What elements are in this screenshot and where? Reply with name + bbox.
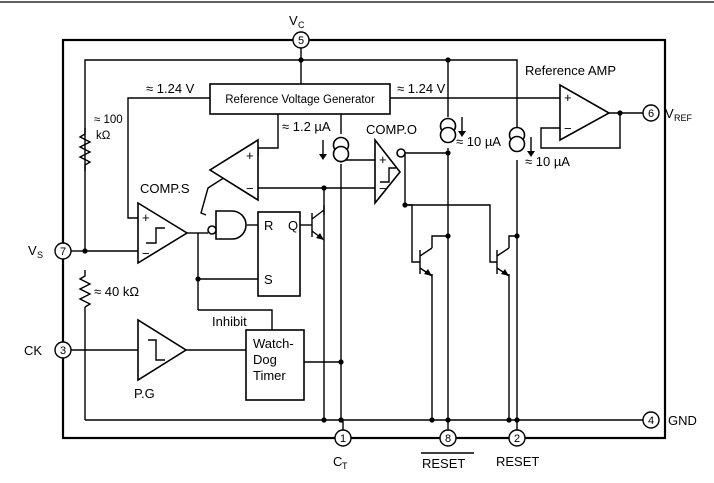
- reference-amp-label: Reference AMP: [525, 63, 616, 78]
- pin-vref: 6 V REF: [642, 104, 693, 123]
- comp-o-minus: −: [379, 181, 387, 196]
- current-source-10ua-a: [439, 117, 466, 144]
- comp-o-hysteresis-icon: [380, 167, 396, 183]
- svg-text:2: 2: [514, 433, 520, 445]
- internal-comp-plus: +: [246, 148, 254, 163]
- reference-amp-symbol: [559, 83, 611, 142]
- svg-text:7: 7: [60, 246, 66, 258]
- svg-text:V: V: [28, 243, 37, 258]
- svg-text:T: T: [342, 461, 348, 471]
- svg-text:REF: REF: [674, 113, 693, 123]
- ic-outline: [61, 38, 667, 440]
- i10b-label: ≈ 10 µA: [525, 154, 570, 169]
- wiring: [70, 48, 643, 431]
- svg-text:8: 8: [445, 433, 451, 445]
- internal-comp-minus: −: [246, 181, 254, 196]
- comp-o-plus: +: [379, 152, 387, 167]
- svg-text:4: 4: [648, 415, 654, 427]
- i12-label: ≈ 1.2 µA: [282, 119, 331, 134]
- svg-text:6: 6: [648, 108, 654, 120]
- reset-bar-transistor: [419, 247, 433, 277]
- discharge-transistor: [311, 209, 325, 241]
- reset-transistor: [496, 247, 510, 277]
- svg-text:S: S: [37, 250, 43, 260]
- pin-vc: 5 V C: [289, 13, 310, 49]
- and-gate-input-bubble: [207, 225, 217, 235]
- ff-q-label: Q: [288, 218, 298, 233]
- internal-comparator-symbol: [208, 138, 259, 202]
- svg-text:V: V: [289, 13, 298, 28]
- svg-text:5: 5: [298, 35, 304, 47]
- watchdog-line-1: Watch-: [253, 336, 294, 351]
- ff-s-label: S: [264, 272, 273, 287]
- pg-edge-icon: [148, 339, 165, 361]
- i10a-label: ≈ 10 µA: [456, 134, 501, 149]
- current-source-10ua-b: [508, 126, 535, 157]
- inhibit-label: Inhibit: [212, 314, 247, 329]
- rs-flip-flop: [257, 211, 301, 297]
- pin-ct: 1 C T: [333, 429, 352, 471]
- pulse-generator-symbol: [137, 318, 188, 382]
- ff-r-label: R: [264, 218, 273, 233]
- v124-right-label: ≈ 1.24 V: [397, 81, 446, 96]
- v124-left-label: ≈ 1.24 V: [146, 81, 195, 96]
- watchdog-line-2: Dog: [253, 352, 277, 367]
- ref-amp-minus: −: [564, 121, 572, 136]
- resistor-40k: [78, 270, 92, 308]
- and-gate-symbol: [215, 210, 247, 240]
- svg-text:1: 1: [340, 433, 346, 445]
- pin-ck: 3 CK: [24, 341, 72, 359]
- comp-o-output-bubble: [396, 148, 406, 158]
- r100-label-line2: kΩ: [96, 130, 111, 142]
- comp-s-hysteresis-icon: [146, 227, 165, 244]
- pg-label: P.G: [134, 386, 155, 401]
- comp-o-label: COMP.O: [366, 122, 417, 137]
- watchdog-line-3: Timer: [253, 368, 286, 383]
- resistor-100k: [78, 128, 92, 171]
- svg-text:RESET: RESET: [422, 456, 465, 471]
- svg-text:V: V: [665, 106, 674, 121]
- pin-vs: 7 V S: [28, 242, 72, 260]
- svg-text:RESET: RESET: [496, 454, 539, 469]
- current-source-1-2ua: [319, 136, 350, 163]
- svg-text:C: C: [298, 20, 305, 30]
- reference-voltage-generator-block: [209, 83, 391, 115]
- comp-o-symbol: [374, 137, 402, 206]
- pin-gnd: 4 GND: [642, 411, 697, 429]
- pin-reset-bar: 8 RESET: [421, 429, 474, 471]
- svg-text:GND: GND: [668, 413, 697, 428]
- svg-text:3: 3: [60, 345, 66, 357]
- comp-s-minus: −: [142, 246, 150, 261]
- comp-s-plus: +: [142, 210, 150, 225]
- watchdog-timer-block: [245, 329, 305, 401]
- ref-amp-plus: +: [564, 90, 572, 105]
- junction-dots: [82, 57, 623, 423]
- pin-reset: 2 RESET: [496, 429, 539, 469]
- comp-s-symbol: [137, 201, 189, 265]
- reference-voltage-generator-label: Reference Voltage Generator: [225, 94, 375, 106]
- r100-label-line1: ≈ 100: [94, 114, 123, 126]
- svg-text:C: C: [333, 454, 342, 469]
- svg-text:CK: CK: [24, 343, 42, 358]
- comp-s-label: COMP.S: [140, 181, 190, 196]
- r40-label: ≈ 40 kΩ: [94, 284, 139, 299]
